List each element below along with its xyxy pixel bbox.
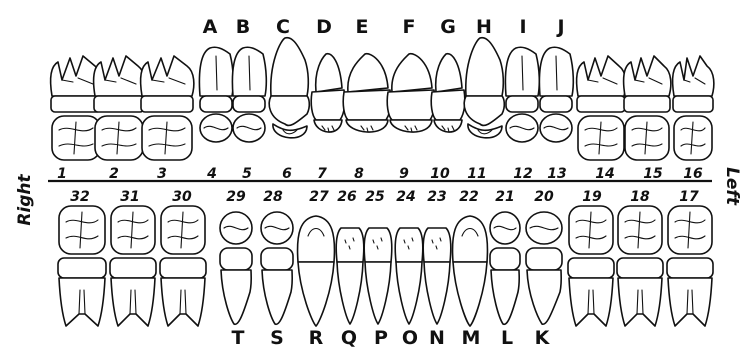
upper-letter-label: I bbox=[519, 16, 526, 38]
lower-tooth[interactable] bbox=[395, 228, 423, 324]
lower-number-label: 22 bbox=[459, 189, 478, 205]
upper-tooth[interactable] bbox=[577, 56, 626, 160]
left-side-label: Left bbox=[722, 167, 742, 206]
upper-tooth[interactable] bbox=[387, 54, 435, 132]
lower-number-label: 18 bbox=[630, 189, 650, 205]
lower-number-label: 20 bbox=[534, 189, 554, 205]
upper-letter-label: A bbox=[203, 16, 218, 38]
lower-number-label: 21 bbox=[495, 189, 514, 205]
lower-tooth[interactable] bbox=[490, 212, 520, 324]
upper-number-label: 5 bbox=[242, 166, 252, 182]
upper-tooth[interactable] bbox=[505, 47, 539, 142]
lower-letter-label: Q bbox=[341, 327, 357, 349]
upper-number-label: 11 bbox=[467, 166, 486, 182]
lower-letter-label: N bbox=[429, 327, 445, 349]
upper-tooth[interactable] bbox=[464, 38, 504, 138]
lower-tooth[interactable] bbox=[160, 206, 206, 326]
upper-tooth[interactable] bbox=[343, 54, 391, 132]
lower-letter-label: M bbox=[462, 327, 481, 349]
upper-letter-label: B bbox=[236, 16, 250, 38]
upper-tooth[interactable] bbox=[94, 56, 145, 160]
upper-tooth[interactable] bbox=[431, 54, 465, 132]
upper-letter-label: F bbox=[403, 16, 416, 38]
lower-tooth[interactable] bbox=[110, 206, 156, 326]
lower-tooth[interactable] bbox=[298, 216, 335, 326]
upper-letter-label: D bbox=[316, 16, 332, 38]
lower-number-label: 26 bbox=[337, 189, 357, 205]
upper-number-label: 13 bbox=[547, 166, 566, 182]
lower-letter-label: L bbox=[501, 327, 513, 349]
lower-number-label: 17 bbox=[679, 189, 699, 205]
lower-number-label: 32 bbox=[70, 189, 89, 205]
lower-letter-label: S bbox=[270, 327, 284, 349]
lower-letter-label: K bbox=[535, 327, 551, 349]
upper-letter-label: E bbox=[356, 16, 369, 38]
upper-number-label: 15 bbox=[643, 166, 663, 182]
lower-number-label: 27 bbox=[309, 189, 329, 205]
upper-tooth[interactable] bbox=[199, 47, 233, 142]
lower-number-label: 19 bbox=[582, 189, 602, 205]
lower-teeth bbox=[58, 206, 713, 326]
upper-tooth[interactable] bbox=[624, 56, 671, 160]
lower-letter-label: R bbox=[309, 327, 324, 349]
upper-number-label: 1 bbox=[57, 166, 67, 182]
upper-number-label: 6 bbox=[282, 166, 292, 182]
lower-tooth[interactable] bbox=[261, 212, 293, 324]
upper-letter-label: H bbox=[476, 16, 492, 38]
upper-letter-label: C bbox=[276, 16, 290, 38]
lower-tooth[interactable] bbox=[220, 212, 252, 324]
upper-number-label: 16 bbox=[683, 166, 703, 182]
upper-number-label: 10 bbox=[430, 166, 450, 182]
lower-letter-label: T bbox=[232, 327, 245, 349]
lower-number-label: 31 bbox=[120, 189, 139, 205]
upper-letter-label: J bbox=[555, 16, 564, 38]
lower-letter-label: O bbox=[402, 327, 418, 349]
upper-number-label: 4 bbox=[206, 166, 217, 182]
lower-tooth[interactable] bbox=[453, 216, 488, 326]
lower-tooth[interactable] bbox=[526, 212, 562, 324]
upper-number-label: 3 bbox=[157, 166, 167, 182]
lower-tooth[interactable] bbox=[568, 206, 614, 326]
upper-letter-label: G bbox=[440, 16, 456, 38]
upper-number-label: 9 bbox=[399, 166, 409, 182]
upper-number-label: 2 bbox=[109, 166, 119, 182]
upper-teeth bbox=[51, 38, 714, 160]
right-side-label: Right bbox=[15, 173, 35, 225]
upper-tooth[interactable] bbox=[232, 47, 266, 142]
lower-tooth[interactable] bbox=[58, 206, 106, 326]
lower-number-label: 24 bbox=[396, 189, 415, 205]
upper-tooth[interactable] bbox=[311, 54, 345, 132]
upper-number-label: 7 bbox=[317, 166, 327, 182]
lower-letter-label: P bbox=[374, 327, 388, 349]
lower-tooth[interactable] bbox=[617, 206, 663, 326]
lower-number-label: 29 bbox=[226, 189, 246, 205]
lower-tooth[interactable] bbox=[667, 206, 713, 326]
upper-number-label: 8 bbox=[354, 166, 364, 182]
lower-number-label: 28 bbox=[263, 189, 283, 205]
lower-number-label: 23 bbox=[427, 189, 446, 205]
lower-tooth[interactable] bbox=[336, 228, 364, 324]
upper-tooth[interactable] bbox=[141, 56, 194, 160]
upper-tooth[interactable] bbox=[269, 38, 309, 138]
lower-tooth[interactable] bbox=[364, 228, 392, 324]
lower-number-label: 25 bbox=[365, 189, 385, 205]
upper-number-label: 12 bbox=[513, 166, 532, 182]
upper-number-label: 14 bbox=[595, 166, 614, 182]
lower-number-label: 30 bbox=[172, 189, 192, 205]
upper-tooth[interactable] bbox=[673, 56, 714, 160]
upper-tooth[interactable] bbox=[539, 47, 573, 142]
lower-tooth[interactable] bbox=[423, 228, 451, 324]
